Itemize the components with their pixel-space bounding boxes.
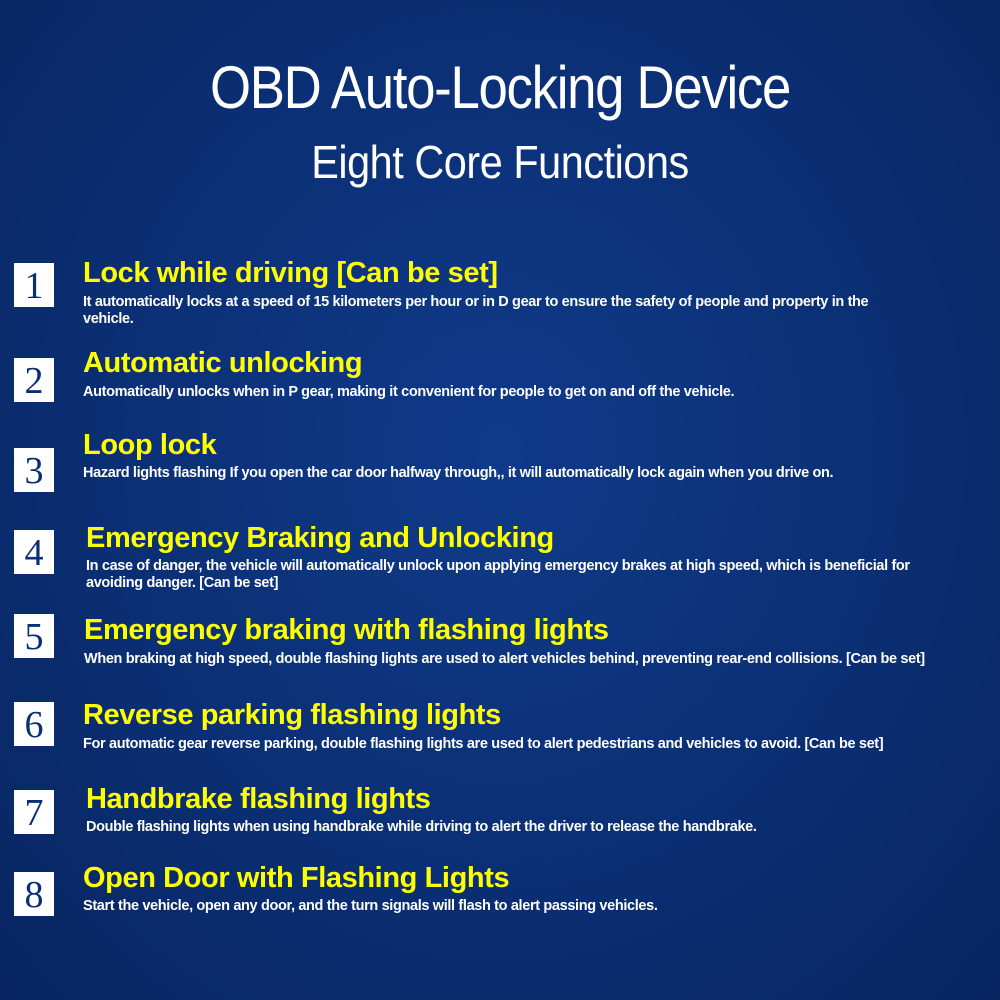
function-description: For automatic gear reverse parking, doub… — [83, 736, 884, 752]
function-title: Lock while driving [Can be set] — [83, 257, 498, 289]
number-badge: 7 — [14, 790, 54, 834]
number-badge: 2 — [14, 358, 54, 402]
function-title: Reverse parking flashing lights — [83, 699, 501, 731]
number-badge: 8 — [14, 872, 54, 916]
function-description: Start the vehicle, open any door, and th… — [83, 898, 658, 914]
function-description: In case of danger, the vehicle will auto… — [86, 558, 910, 591]
function-title: Loop lock — [83, 429, 217, 461]
page-subtitle: Eight Core Functions — [311, 136, 689, 188]
function-description: When braking at high speed, double flash… — [84, 651, 925, 667]
function-title: Handbrake flashing lights — [86, 783, 431, 815]
number-badge: 4 — [14, 530, 54, 574]
page-title: OBD Auto-Locking Device — [209, 54, 791, 121]
number-badge: 6 — [14, 702, 54, 746]
number-badge: 3 — [14, 448, 54, 492]
function-title: Emergency braking with flashing lights — [84, 614, 609, 646]
function-description: Automatically unlocks when in P gear, ma… — [83, 384, 735, 400]
function-title: Emergency Braking and Unlocking — [86, 522, 554, 554]
number-badge: 1 — [14, 263, 54, 307]
function-description: Double flashing lights when using handbr… — [86, 819, 757, 835]
function-description: Hazard lights flashing If you open the c… — [83, 465, 834, 481]
function-title: Open Door with Flashing Lights — [83, 862, 510, 894]
function-title: Automatic unlocking — [83, 347, 363, 379]
function-description: It automatically locks at a speed of 15 … — [83, 294, 869, 327]
number-badge: 5 — [14, 614, 54, 658]
